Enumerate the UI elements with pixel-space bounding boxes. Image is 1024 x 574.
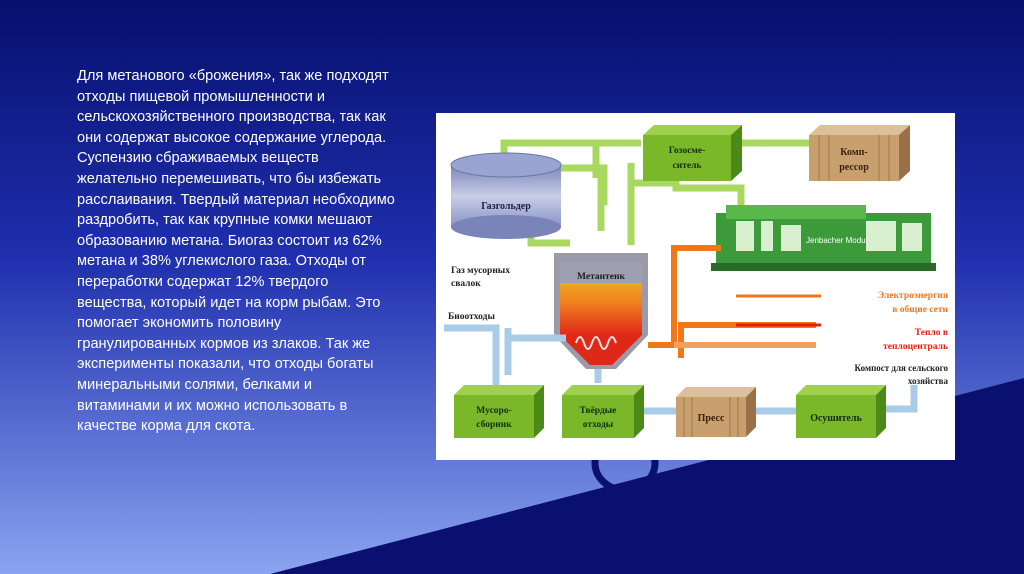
digester: Метантенк (554, 253, 648, 369)
gas-mixer-label-2: ситель (673, 161, 702, 171)
landfill-gas-label-2: свалок (451, 279, 481, 289)
compost-label-1: Компост для сельского (855, 363, 949, 373)
collector-label-2: сборник (476, 419, 512, 430)
biowaste-label: Биоотходы (448, 312, 495, 322)
gasholder-label: Газгольдер (481, 201, 531, 212)
solids-label-2: отходы (583, 420, 614, 430)
solids-label-1: Твёрдые (580, 406, 617, 416)
press-box: Пресс (676, 387, 756, 437)
waste-collector-box: Мусоро- сборник (454, 385, 544, 438)
electricity-label-2: в общие сети (892, 304, 948, 315)
compressor-box: Комп- рессор (809, 125, 910, 181)
body-paragraph: Для метанового «брожения», так же подход… (77, 68, 395, 435)
press-label: Пресс (698, 413, 725, 424)
dryer-label: Осушитель (810, 413, 862, 424)
gas-mixer-box: Гозосме- ситель (643, 125, 742, 181)
solid-waste-box: Твёрдые отходы (562, 385, 644, 438)
heat-label-2: теплоцентраль (883, 342, 948, 352)
gasholder: Газгольдер (450, 152, 562, 239)
generator-module: Jenbacher Modul (711, 205, 936, 271)
gas-mixer-label-1: Гозосме- (669, 146, 706, 156)
digester-label: Метантенк (577, 272, 625, 282)
electricity-label-1: Электроэнергия (878, 291, 948, 301)
landfill-gas-label-1: Газ мусорных (451, 266, 510, 276)
heat-label-1: Тепло в (915, 328, 948, 338)
generator-brand: Jenbacher Modul (806, 236, 868, 245)
compressor-label-2: рессор (839, 162, 869, 173)
compost-label-2: хозяйства (908, 376, 949, 386)
collector-label-1: Мусоро- (476, 406, 511, 416)
dryer-box: Осушитель (796, 385, 886, 438)
compressor-label-1: Комп- (840, 147, 867, 158)
biowaste-pipe (444, 324, 602, 385)
solid-waste-pipes (644, 385, 918, 415)
biogas-plant-diagram: Газгольдер Гозосме- ситель Комп- рессор … (436, 113, 955, 460)
